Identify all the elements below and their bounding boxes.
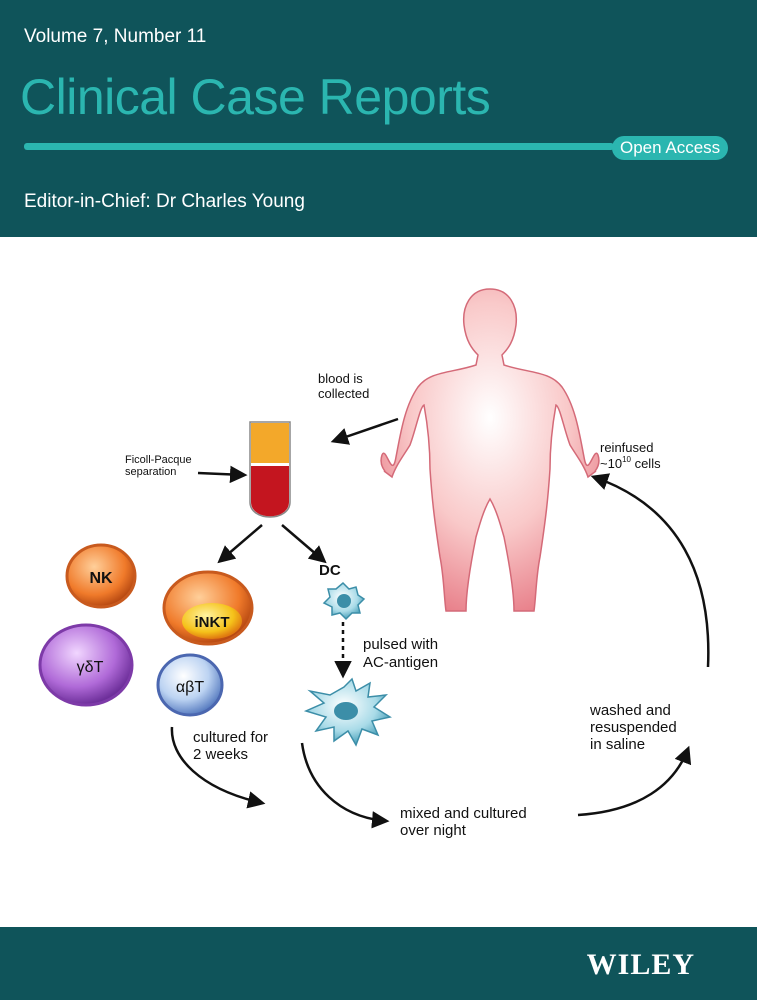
cover-footer: WILEY bbox=[0, 927, 757, 1000]
cover-illustration: NK iNKT γδT αβT DC blood is collected Fi… bbox=[38, 288, 710, 839]
reinfused-label: reinfused ~1010 cells bbox=[600, 440, 661, 471]
cell-nk: NK bbox=[65, 543, 137, 609]
cell-inkt: iNKT bbox=[162, 570, 254, 646]
cover-header: Volume 7, Number 11 Clinical Case Report… bbox=[0, 0, 757, 237]
publisher-logo: WILEY bbox=[586, 948, 695, 981]
washed-label: washed and resuspended in saline bbox=[589, 702, 681, 753]
pulsed-label: pulsed with AC-antigen bbox=[363, 636, 442, 671]
cell-label-abt: αβT bbox=[176, 679, 204, 696]
human-body bbox=[380, 288, 600, 612]
cell-label-dc: DC bbox=[319, 562, 341, 579]
cultured-label: cultured for 2 weeks bbox=[193, 729, 272, 763]
ficoll-label: Ficoll-Pacque separation bbox=[125, 454, 195, 478]
cell-gamma-delta-t: γδT bbox=[38, 623, 134, 707]
blood-collected-label: blood is collected bbox=[318, 371, 369, 401]
mature-dendritic-cell bbox=[303, 677, 392, 747]
mixed-label: mixed and cultured over night bbox=[400, 805, 531, 839]
flow-arrows bbox=[170, 417, 710, 829]
open-access-badge: Open Access bbox=[612, 136, 729, 160]
cell-label-inkt: iNKT bbox=[195, 614, 230, 631]
journal-title: Clinical Case Reports bbox=[20, 69, 491, 125]
editor-in-chief: Editor-in-Chief: Dr Charles Young bbox=[24, 191, 305, 212]
cell-alpha-beta-t: αβT bbox=[156, 653, 224, 717]
dendritic-cell bbox=[322, 581, 366, 621]
blood-tube bbox=[249, 421, 291, 518]
cell-label-gdt: γδT bbox=[77, 659, 104, 676]
title-rule bbox=[24, 143, 614, 150]
volume-issue: Volume 7, Number 11 bbox=[24, 26, 207, 47]
cell-label-nk: NK bbox=[89, 570, 113, 587]
